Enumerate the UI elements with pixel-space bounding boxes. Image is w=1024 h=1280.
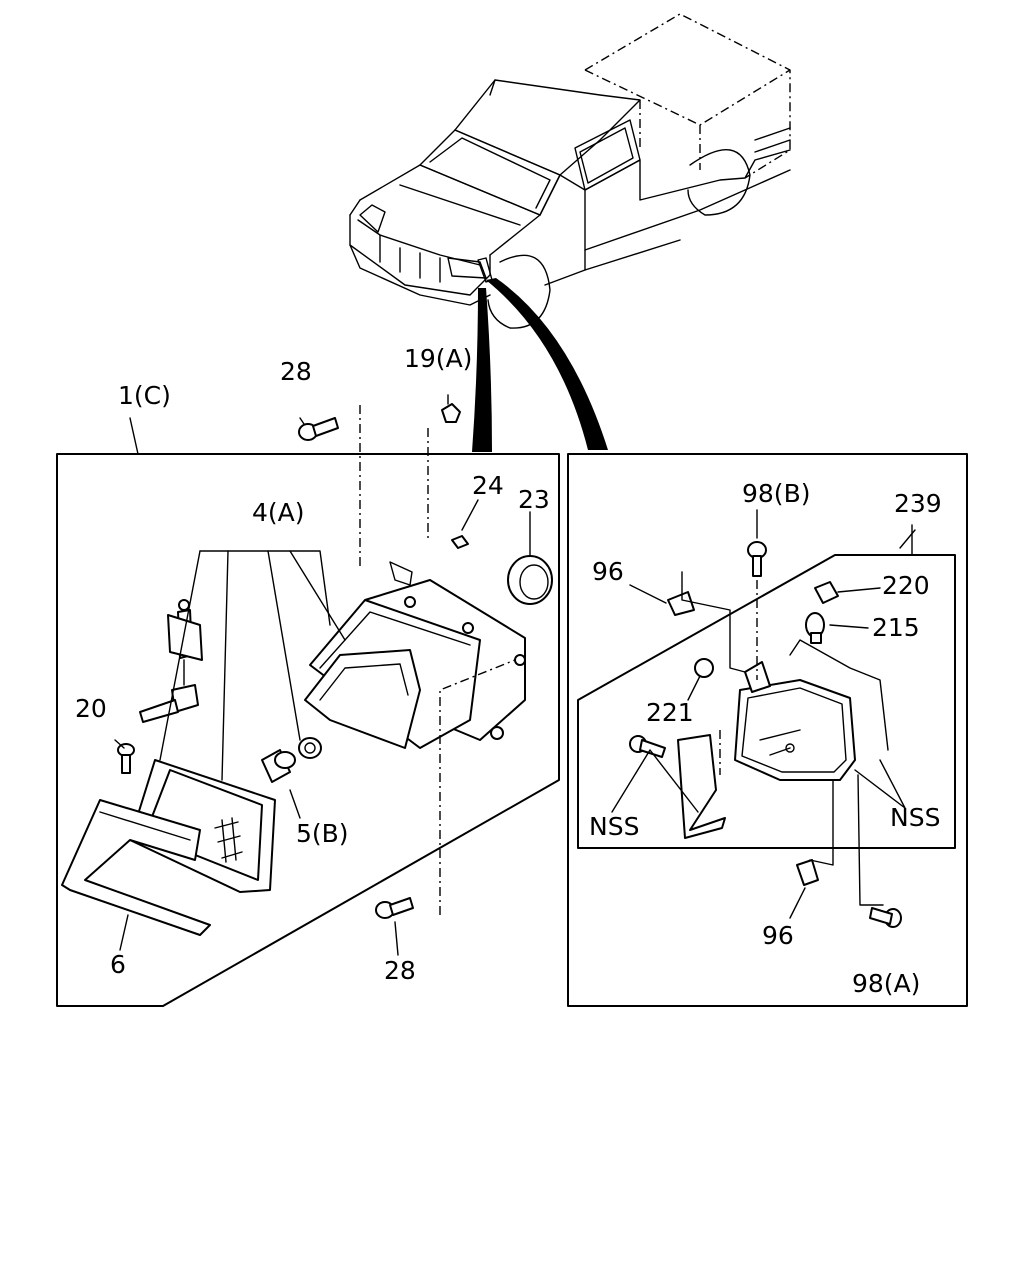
label-24: 24 — [472, 471, 504, 500]
label-221: 221 — [646, 698, 694, 727]
label-220: 220 — [882, 571, 930, 600]
assembly-239-frame — [577, 554, 956, 849]
bulb-215 — [805, 612, 825, 644]
label-19a: 19(A) — [404, 344, 472, 373]
headlamp-housing — [304, 561, 526, 749]
label-1c: 1(C) — [118, 381, 171, 410]
label-96-top: 96 — [592, 557, 624, 586]
label-239: 239 — [894, 489, 942, 518]
pickup-truck-illustration — [349, 13, 791, 329]
label-6: 6 — [110, 950, 126, 979]
headlamp-panel — [56, 405, 560, 1007]
label-96-bottom: 96 — [762, 921, 794, 950]
marker-lamp-panel-frame — [567, 453, 968, 1007]
socket-220 — [814, 581, 839, 604]
part-labels: 1(C) 28 19(A) 24 23 4(A) 20 5(B) 6 28 98… — [75, 344, 942, 998]
label-98a: 98(A) — [852, 969, 920, 998]
adjuster-assembly — [139, 599, 203, 723]
label-5b: 5(B) — [296, 819, 349, 848]
bolt-28-top — [298, 417, 339, 441]
label-23: 23 — [518, 485, 550, 514]
nss-screw — [629, 735, 666, 758]
ring-23 — [507, 555, 553, 605]
label-nss-right: NSS — [890, 803, 940, 832]
label-28-top: 28 — [280, 357, 312, 386]
label-215: 215 — [872, 613, 920, 642]
screw-98b — [747, 541, 767, 577]
label-98b: 98(B) — [742, 479, 810, 508]
bulb-5b — [261, 749, 296, 783]
screw-20 — [117, 743, 135, 774]
grommet — [298, 737, 322, 759]
label-4a: 4(A) — [252, 498, 305, 527]
clip-96-bottom — [796, 859, 819, 886]
bezel-6 — [61, 799, 211, 936]
callout-wedges — [472, 278, 608, 452]
mounting-bracket — [677, 734, 726, 839]
nut-19a — [441, 394, 461, 423]
nut-24 — [451, 535, 469, 549]
bolt-28-bottom — [375, 897, 414, 919]
headlamp-panel-frame — [56, 453, 560, 1007]
label-28-bottom: 28 — [384, 956, 416, 985]
label-20: 20 — [75, 694, 107, 723]
clip-96-top — [667, 591, 695, 616]
marker-lamp-panel — [567, 453, 968, 1007]
label-nss-left: NSS — [589, 812, 639, 841]
screw-98a — [869, 907, 902, 928]
grommet-221 — [694, 658, 714, 678]
headlamp-lens — [129, 759, 276, 893]
marker-lamp — [734, 639, 889, 781]
